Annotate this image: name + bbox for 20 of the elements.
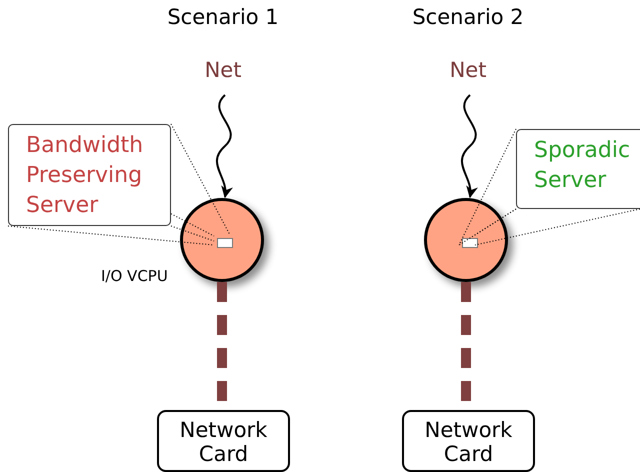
circle-caption: I/O VCPU <box>101 267 168 285</box>
zoom-region-box <box>462 238 478 248</box>
net-label: Net <box>438 58 498 86</box>
wavy-arrow <box>216 94 232 198</box>
scenario-heading: Scenario 1 <box>167 5 279 29</box>
leader-line <box>458 128 516 246</box>
leader-line <box>170 226 214 242</box>
leader-line <box>170 213 214 236</box>
callout-box: Bandwidth Preserving Server <box>8 124 171 226</box>
leader-line <box>458 208 516 246</box>
device-box: Network Card <box>402 410 535 472</box>
device-box: Network Card <box>157 410 290 472</box>
net-label: Net <box>193 58 253 86</box>
leader-line <box>170 124 230 236</box>
leader-line <box>8 226 214 246</box>
zoom-region-box <box>217 238 233 248</box>
leader-line <box>474 208 640 246</box>
callout-box: Sporadic Server <box>516 129 640 209</box>
scenario-heading: Scenario 2 <box>412 5 524 29</box>
wavy-arrow <box>461 94 477 198</box>
